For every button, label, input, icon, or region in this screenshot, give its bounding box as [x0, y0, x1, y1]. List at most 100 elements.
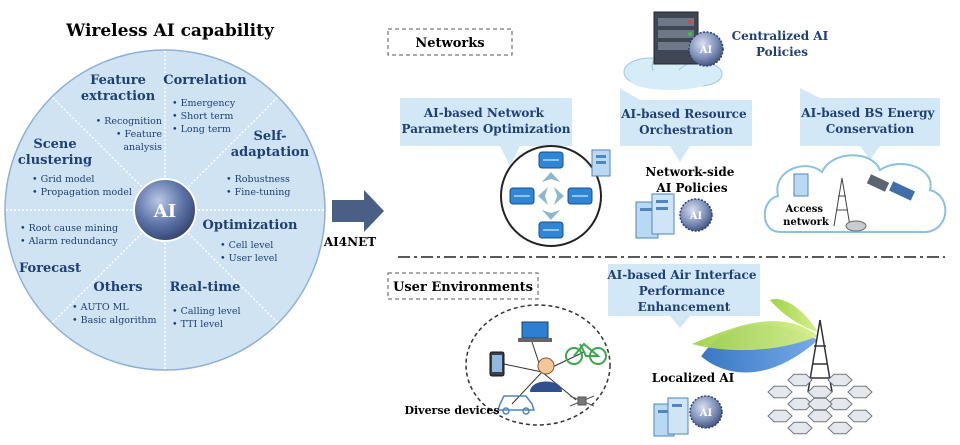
sector-item: • Calling level: [172, 306, 241, 317]
networks-label: Networks: [415, 36, 484, 51]
callout-network-parameters: AI-based Network Parameters Optimization: [400, 98, 572, 166]
bicycle-icon: [565, 342, 607, 365]
hex-cell: [787, 421, 813, 435]
double-chevron-icon: [538, 172, 564, 220]
callout-air-interface: AI-based Air Interface Performance Enhan…: [606, 264, 760, 328]
network-side-ai-label: Network-side AI Policies: [645, 165, 738, 195]
sector-title: adaptation: [231, 145, 310, 160]
sector-item: • Emergency: [172, 98, 236, 109]
diverse-devices-label: Diverse devices: [404, 404, 499, 417]
tower-icon: [833, 177, 851, 227]
hex-cell: [787, 397, 813, 411]
user-env-label-box: [387, 272, 539, 300]
sector-item: analysis: [123, 142, 162, 153]
server-small-icon: [793, 173, 809, 197]
hex-cell: [827, 421, 853, 435]
callout-bs-energy: AI-based BS Energy Conservation: [800, 88, 940, 160]
hex-cell: [807, 385, 833, 399]
satellite-icon: [866, 174, 915, 201]
sector-item: • AUTO ML: [72, 302, 129, 313]
sector-item: • Recognition: [96, 116, 162, 127]
laptop-icon: [518, 321, 552, 342]
sector-item: • Short term: [172, 111, 233, 122]
sector-title: clustering: [18, 153, 92, 168]
sector-title: Self-: [253, 129, 286, 144]
sector-title: Optimization: [203, 218, 298, 233]
hex-cell: [847, 385, 873, 399]
svg-text:AI: AI: [699, 45, 713, 56]
hex-cell: [767, 385, 793, 399]
sector-item: • Basic algorithm: [72, 315, 157, 326]
localized-ai-label: Localized AI: [652, 371, 735, 385]
database-icon: [509, 151, 593, 239]
network-topology-circle: [500, 145, 602, 247]
sector-item: • Long term: [172, 124, 231, 135]
wireless-ai-capability-wheel: Wireless AI capability Featureextraction…: [4, 21, 326, 371]
sector-title: Real-time: [170, 280, 241, 295]
user-environments-section: User Environments AI-based Air Interface…: [387, 264, 873, 437]
wheel-divider-line: [187, 232, 279, 324]
wheel-dividers: [5, 50, 325, 370]
drone-icon: [569, 395, 595, 407]
server-rack-icon: [635, 193, 675, 239]
beam-lobes: [692, 299, 818, 373]
hex-cell: [807, 409, 833, 423]
cloud-server-icon: [623, 11, 723, 90]
sector-title: Forecast: [19, 261, 81, 276]
user-icon: [530, 357, 562, 392]
sector-title: extraction: [81, 89, 156, 104]
sector-item: • TTI level: [172, 319, 223, 330]
wheel-divider-line: [51, 232, 143, 324]
sector-item: • Robustness: [226, 174, 290, 185]
hex-cell: [827, 373, 853, 387]
ai-core: [133, 178, 197, 242]
sector-item: • User level: [220, 253, 277, 264]
server-rack-icon: [653, 397, 689, 437]
user-env-label: User Environments: [393, 280, 533, 295]
server-small-icon: [591, 149, 611, 177]
svg-text:AI-based Network Param: AI-based Network Parameters Optimization: [402, 106, 571, 136]
sector-item: • Alarm redundancy: [20, 236, 118, 247]
ai4net-arrow: AI4NET: [323, 190, 384, 249]
diverse-devices-group: Diverse devices: [404, 304, 611, 426]
hex-cell: [807, 397, 833, 411]
sector-item: • Feature: [116, 129, 162, 140]
wheel-divider-line: [187, 96, 279, 188]
svg-text:AI-based Air Interface: AI-based Air Interface Performance Enhan…: [606, 268, 760, 314]
access-network-cloud: Access network: [763, 154, 947, 233]
sector-item: • Propagation model: [32, 187, 132, 198]
networks-section: Networks AI Centralized AI Policies: [387, 11, 947, 247]
sector-title: Correlation: [163, 73, 247, 88]
svg-text:AI: AI: [699, 408, 713, 419]
svg-text:AI-based BS Energy Con: AI-based BS Energy Conservation: [800, 106, 938, 136]
dish-icon: [845, 220, 867, 232]
ai-core-label: AI: [153, 201, 176, 222]
car-icon: [496, 395, 536, 415]
networks-label-box: [387, 28, 513, 56]
ai4net-label: AI4NET: [323, 235, 376, 249]
ai-badge-icon: AI: [679, 198, 713, 232]
ai-badge-icon: AI: [688, 31, 724, 67]
sector-title: Scene: [33, 137, 76, 152]
sector-item: • Cell level: [220, 240, 273, 251]
sector-item: • Root cause mining: [20, 223, 118, 234]
hex-cell: [787, 373, 813, 387]
right-arrow-icon: [332, 190, 384, 232]
sector-item: • Fine-tuning: [226, 187, 291, 198]
hex-cell: [767, 409, 793, 423]
svg-text:AI-based Resource Orch: AI-based Resource Orchestration: [620, 107, 751, 137]
wheel-divider-line: [51, 96, 143, 188]
hex-cell-grid: [767, 373, 873, 435]
phone-icon: [489, 351, 505, 377]
access-network-label: Access network: [783, 204, 830, 228]
sector-title: Feature: [90, 73, 146, 88]
sector-title: Others: [93, 280, 142, 295]
wheel-title: Wireless AI capability: [65, 21, 275, 41]
svg-text:AI: AI: [689, 211, 703, 222]
base-station-tower-icon: [807, 319, 833, 393]
hex-cell: [847, 409, 873, 423]
ai-badge-icon: AI: [689, 395, 723, 429]
centralized-ai-label: Centralized AI Policies: [732, 29, 833, 59]
sector-item: • Grid model: [32, 174, 94, 185]
